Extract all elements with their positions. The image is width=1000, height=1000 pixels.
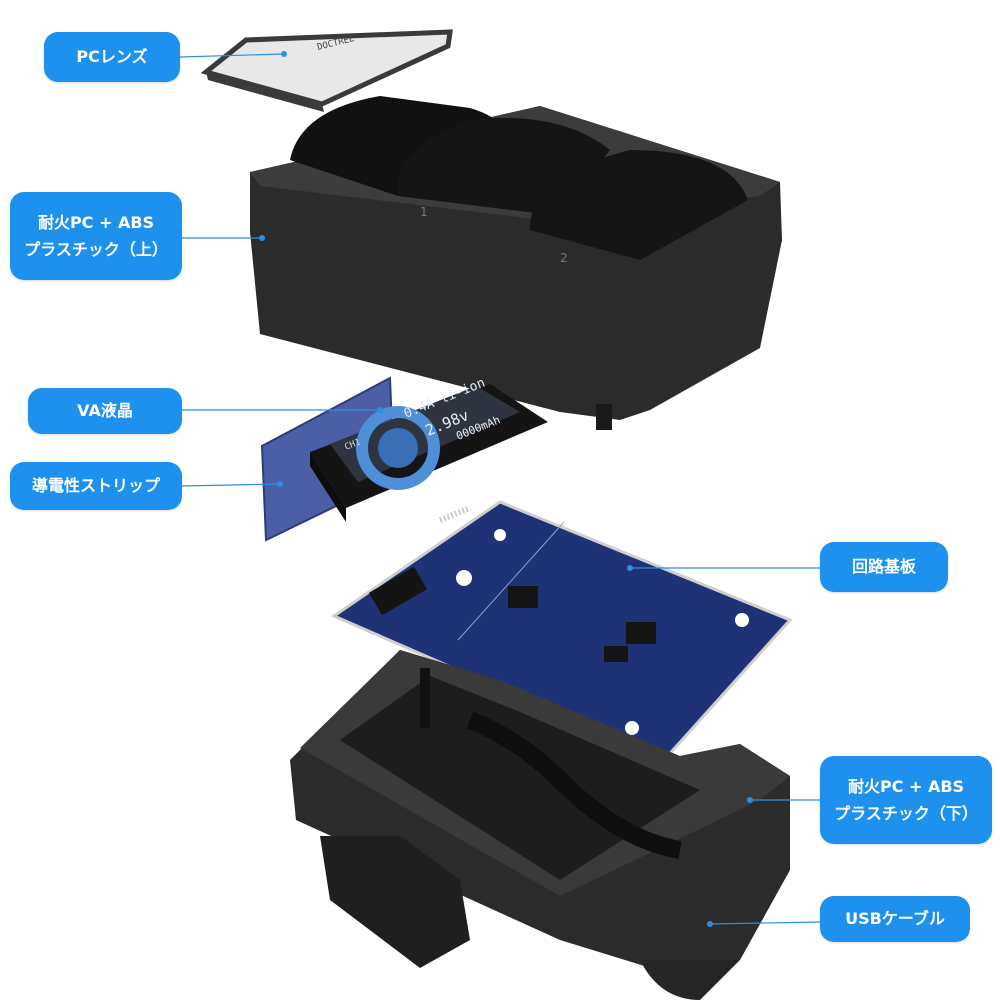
upper-case: 1 2 [250, 96, 782, 430]
label-usb-cable: USBケーブル [820, 896, 970, 942]
leader-dot-strip [277, 481, 283, 487]
label-va-lcd: VA液晶 [28, 388, 182, 434]
leader-dot-pc-lens [281, 51, 287, 57]
label-upper-case-line-1: 耐火PC + ABS [38, 209, 154, 236]
pc-lens: DOCTREE [206, 32, 450, 112]
leader-dot-va-lcd [377, 407, 383, 413]
label-conductive-strip-text: 導電性ストリップ [32, 472, 160, 499]
label-circuit-board: 回路基板 [820, 542, 948, 592]
label-lower-case: 耐火PC + ABS プラスチック（下） [820, 756, 992, 844]
label-upper-case-line-2: プラスチック（上） [24, 236, 168, 263]
label-pc-lens-text: PCレンズ [76, 43, 147, 70]
label-conductive-strip: 導電性ストリップ [10, 462, 182, 510]
label-circuit-board-text: 回路基板 [852, 553, 916, 580]
leader-dot-usb [707, 921, 713, 927]
slot-1-number: 1 [420, 205, 428, 219]
leader-dot-lower-case [747, 797, 753, 803]
leader-dot-upper-case [259, 235, 265, 241]
label-lower-case-line-2: プラスチック（下） [834, 800, 978, 827]
label-lower-case-line-1: 耐火PC + ABS [848, 773, 964, 800]
label-va-lcd-text: VA液晶 [77, 397, 133, 424]
label-pc-lens: PCレンズ [44, 32, 180, 82]
leader-dot-board [627, 565, 633, 571]
slot-2-number: 2 [560, 251, 568, 265]
label-upper-case: 耐火PC + ABS プラスチック（上） [10, 192, 182, 280]
label-usb-cable-text: USBケーブル [845, 905, 945, 932]
